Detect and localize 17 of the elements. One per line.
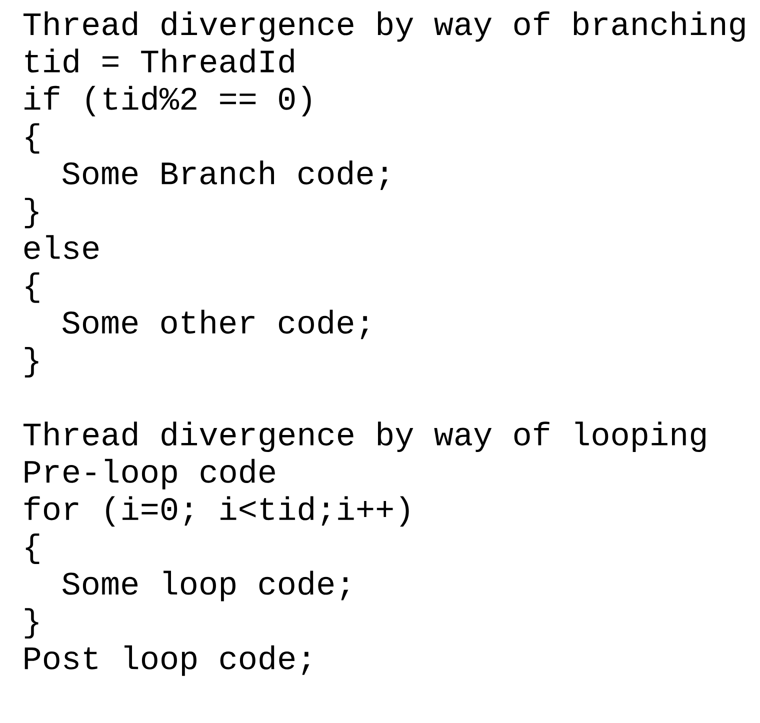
- code-line: tid = ThreadId: [25, 48, 294, 73]
- code-line: Some other code;: [62, 310, 368, 340]
- code-line: }: [24, 198, 38, 228]
- code-line: {: [26, 123, 40, 154]
- code-line: Thread divergence by way of looping: [23, 422, 706, 452]
- code-line: Post loop code;: [24, 645, 310, 676]
- code-line: }: [24, 347, 38, 378]
- code-line: Pre-loop code: [24, 458, 275, 490]
- code-line: if (tid%2 == 0): [24, 86, 311, 116]
- code-line: }: [24, 608, 38, 639]
- code-line: Some Branch code;: [62, 160, 388, 190]
- code-line: {: [26, 534, 40, 564]
- code-line: {: [26, 272, 40, 303]
- code-line: Some loop code;: [62, 570, 348, 602]
- code-line: Thread divergence by way of branching: [23, 11, 745, 42]
- code-line: else: [24, 235, 98, 260]
- code-line: for (i=0; i<tid;i++): [24, 496, 409, 527]
